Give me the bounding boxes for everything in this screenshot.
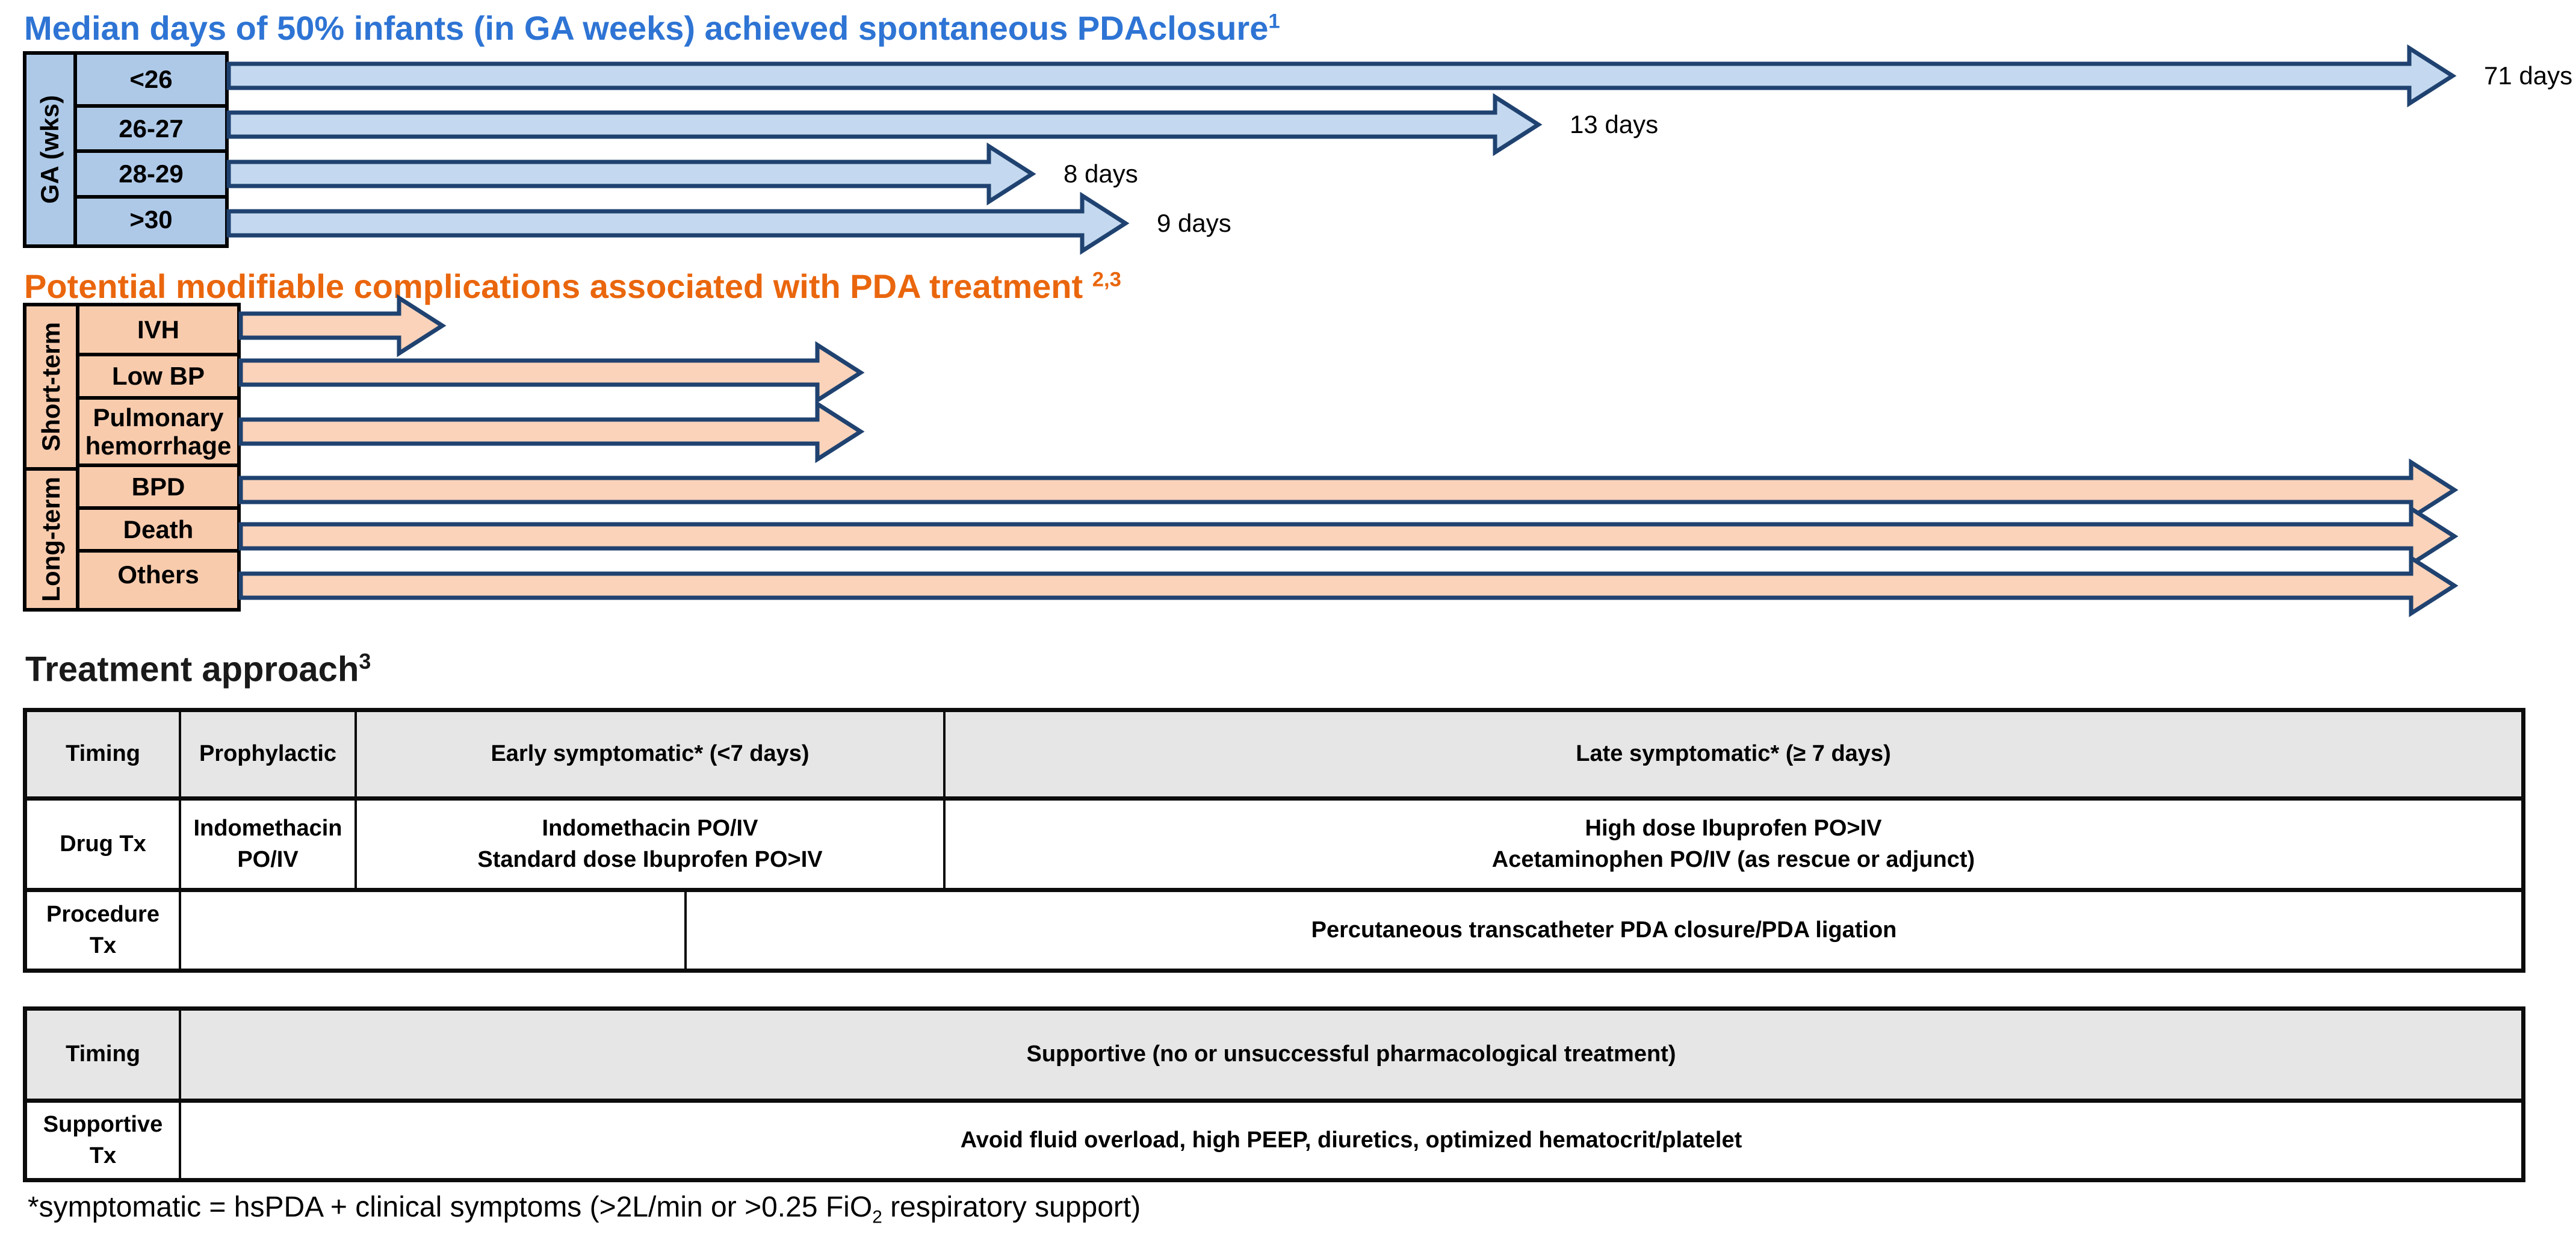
treatment-heading-sup: 3 [359,649,371,674]
row-label: <26 [129,65,173,94]
footnote-pre: *symptomatic = hsPDA + clinical symptoms… [28,1191,873,1223]
timeline-arrow [226,44,2457,108]
spontaneous-closure-title-sup: 1 [1268,10,1280,33]
row-label: IVH [137,315,179,344]
drug-tx-early-line2: Standard dose Ibuprofen PO>IV [477,846,823,872]
row-label: >30 [77,195,225,241]
drug-tx-late: High dose Ibuprofen PO>IV Acetaminophen P… [943,801,2521,888]
complications-title: Potential modifiable complications assoc… [24,267,1121,306]
row-label: Death [79,506,237,549]
drug-tx-early: Indomethacin PO/IV Standard dose Ibuprofe… [355,801,943,888]
procedure-tx-empty-cell [179,892,684,969]
supportive-tx-label-line1: Supportive [43,1112,163,1138]
arrow-value-label: 8 days [1064,160,1138,188]
treatment-table-header-row: Timing Prophylactic Early symptomatic* (… [27,712,2521,796]
treatment-heading: Treatment approach3 [25,649,371,689]
supportive-header-value: Supportive (no or unsuccessful pharmacol… [179,1011,2521,1099]
treatment-heading-text: Treatment approach [25,650,359,689]
arrow-value-label: 9 days [1157,209,1231,237]
supportive-table-header-row: Timing Supportive (no or unsuccessful ph… [27,1011,2521,1099]
arrow-value-label: 13 days [1570,110,1659,138]
treatment-header-early-symptomatic: Early symptomatic* (<7 days) [355,712,943,796]
footnote-post: respiratory support) [882,1191,1141,1223]
timeline-arrow [238,294,447,358]
group-column: GA (wks) [26,55,77,244]
footnote-sub: 2 [872,1207,882,1227]
supportive-tx-label-line2: Tx [89,1142,117,1168]
symptomatic-footnote: *symptomatic = hsPDA + clinical symptoms… [28,1191,1141,1228]
supportive-table: Timing Supportive (no or unsuccessful ph… [23,1006,2525,1182]
spontaneous-closure-title-text: Median days of 50% infants (in GA weeks)… [24,9,1269,47]
drug-tx-prophylactic-line2: PO/IV [237,846,299,872]
arrow-value-label: 71 days [2484,61,2573,90]
procedure-tx-value: Percutaneous transcatheter PDA closure/P… [684,892,2521,969]
group-label: Long-term [26,467,76,608]
treatment-header-prophylactic: Prophylactic [179,712,355,796]
row-label: 26-27 [77,104,225,149]
row-label: Others [79,549,237,597]
drug-tx-prophylactic-line1: Indomethacin [193,816,342,842]
timeline-arrow [238,504,2459,568]
row-label: Low BP [79,353,237,396]
timeline-arrow [226,191,1130,255]
drug-tx-late-line1: High dose Ibuprofen PO>IV [1585,816,1882,842]
timeline-arrow [238,341,865,405]
complications-title-text: Potential modifiable complications assoc… [24,267,1092,305]
timeline-arrow [238,400,865,463]
complications-title-sup: 2,3 [1092,268,1121,291]
procedure-tx-label-line2: Tx [89,932,117,958]
spontaneous-closure-title: Median days of 50% infants (in GA weeks)… [24,8,1280,48]
row-label: 28-29 [77,149,225,195]
timeline-arrow [226,93,1543,157]
timeline-arrow [238,458,2459,522]
row-label: Pulmonary hemorrhage [79,396,237,463]
drug-tx-label: Drug Tx [60,831,146,857]
treatment-table: Timing Prophylactic Early symptomatic* (… [23,708,2525,973]
drug-tx-early-line1: Indomethacin PO/IV [542,816,758,842]
timeline-arrow [238,554,2459,618]
procedure-tx-label-line1: Procedure [46,902,159,928]
timeline-arrow [226,142,1036,206]
treatment-header-timing: Timing [66,741,140,767]
supportive-header-timing: Timing [66,1041,140,1067]
treatment-header-late-symptomatic: Late symptomatic* (≥ 7 days) [943,712,2521,796]
row-label: BPD [79,463,237,506]
supportive-tx-value: Avoid fluid overload, high PEEP, diureti… [179,1103,2521,1178]
drug-tx-late-line2: Acetaminophen PO/IV (as rescue or adjunc… [1491,846,1975,872]
